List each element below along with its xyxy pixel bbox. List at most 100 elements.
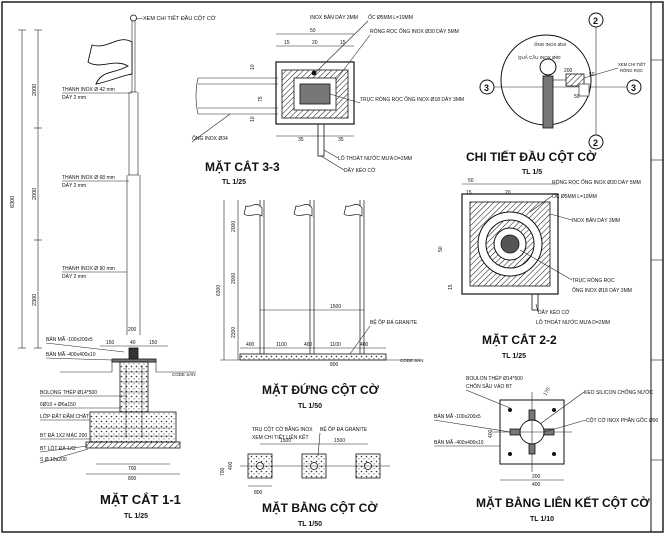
pulley-housing: [275, 61, 355, 125]
marker-2-top: 2: [588, 12, 604, 28]
dim-50: 50: [310, 28, 316, 34]
dim-50a: 50: [589, 72, 595, 78]
section-1-1: XEM CHI TIẾT ĐẦU CỘT CỜ THANH INOX Ø 42 …: [10, 14, 216, 520]
dim-a: 2000: [32, 84, 38, 96]
drain-2-2: [531, 293, 539, 311]
pipe-inox-34: [195, 77, 278, 115]
dim-50-v: 50: [438, 246, 444, 252]
dim-1100a: 1100: [276, 342, 287, 348]
bolt-3: [508, 452, 512, 456]
marker-3-right: 3: [626, 79, 642, 95]
dim-35b: 35: [338, 137, 344, 143]
note-truc: TRỤC RÒNG RỌC: [572, 277, 615, 284]
section-title-mb: MẶT BẰNG CỘT CỜ: [262, 500, 378, 515]
dim-10b: 10: [250, 116, 256, 122]
note-thep: 6Ø10 + Ø6a150: [40, 402, 76, 408]
elev-poles: [259, 200, 365, 354]
dim-400-v: 400: [488, 429, 494, 438]
bolt-head: [311, 70, 317, 76]
dim-400b: 400: [304, 342, 313, 348]
note-ong: ỐNG INOX Ø18 DÀY 3MM: [572, 287, 632, 294]
dim-400: 400: [532, 482, 541, 488]
section-title-mc33: MẶT CẮT 3-3: [205, 159, 280, 174]
dim-1500a: 1500: [280, 438, 291, 444]
pole-note-2a: THANH INOX Ø 68 mm: [62, 175, 115, 181]
dim-15a: 15: [284, 40, 290, 46]
dim-20: 20: [505, 190, 511, 196]
section-title-mc22: MẶT CẮT 2-2: [482, 332, 557, 347]
note-banma2: BẢN MÃ -400x400x10: [434, 439, 484, 446]
marker-3-left-label: 3: [484, 83, 489, 93]
dim-150a: 150: [106, 340, 115, 346]
section-2-2: 50 15 20 50 15 RÒNG RỌC ỐNG INOX Ø30 DÀY…: [438, 178, 641, 360]
note-ong: ỐNG INOX Ø34: [534, 41, 567, 47]
plan: 1500 1500 TRỤ CỘT CỜ BẰNG INOX XEM CHI T…: [220, 425, 390, 528]
elev-flag-3: [343, 204, 363, 217]
foundation-lean: [85, 441, 181, 449]
conn-rib-top: [528, 409, 536, 421]
dim-15: 15: [466, 190, 472, 196]
note-inox: INOX BẢN DÀY 3MM: [572, 217, 620, 224]
pole-note-3b: DÀY 2 mm: [62, 273, 86, 280]
section-scale-ct: TL 1/5: [522, 169, 542, 176]
elev-flag-1: [243, 204, 263, 217]
pole-foot: [128, 347, 139, 360]
note-btlot2: BT LÓT ĐÁ 1X2: [40, 445, 76, 452]
note-ongx: ỐNG INOX Ø34: [192, 135, 228, 142]
dim-700: 700: [220, 467, 226, 476]
dim-10a: 10: [250, 64, 256, 70]
conn-rib-bottom: [528, 443, 536, 455]
note-btlot1: BT ĐÁ 1X2 MÁC 200: [40, 432, 87, 439]
dim-15-v: 15: [448, 284, 454, 290]
banma-2: BẢN MÃ -400x400x10: [46, 351, 96, 358]
flag-shape: [87, 39, 133, 85]
section-title-ct: CHI TIẾT ĐẦU CỘT CỜ: [466, 149, 597, 164]
dim-150b: 150: [149, 340, 158, 346]
note-xem: XEM CHI TIẾT LIÊN KẾT: [252, 433, 309, 441]
note-keo: KEO SILICON CHỐNG NƯỚC: [584, 389, 654, 396]
dim-20: 20: [312, 40, 318, 46]
elev-flag-2: [293, 204, 313, 217]
note-bulong: BOLONG THÉP Ø14*500: [40, 389, 97, 396]
foundation-lower: [89, 411, 177, 443]
dim-200: 200: [564, 68, 573, 74]
detail-pulley-small: [578, 83, 590, 97]
dim-6300: 6300: [216, 285, 222, 296]
dim-800: 800: [254, 490, 263, 496]
top-note: XEM CHI TIẾT ĐẦU CỘT CỜ: [143, 15, 216, 22]
dim-200: 200: [128, 327, 137, 333]
dim-35a: 35: [298, 137, 304, 143]
note-be: BỆ ỐP ĐÁ GRANITE: [320, 425, 368, 433]
note-lothoat: LỖ THOÁT NƯỚC MƯA D=2MM: [338, 155, 412, 162]
note-banma1: BẢN MÃ -100x200x5: [434, 413, 481, 420]
pulley-axle: [500, 234, 520, 254]
drain-stem: [317, 123, 325, 157]
section-title-mc11: MẶT CẮT 1-1: [100, 492, 181, 507]
detail-pole: [542, 75, 554, 129]
dim-800: 800: [330, 362, 339, 368]
dim-1100b: 1100: [330, 342, 341, 348]
dim-400c: 400: [360, 342, 369, 348]
section-scale-mc22: TL 1/25: [502, 353, 526, 360]
note-lo: LỖ THOÁT NƯỚC MƯA D=2MM: [536, 319, 610, 326]
base-plate: [111, 358, 157, 363]
note-banop: BỆ ỐP ĐÁ GRANITE: [370, 318, 418, 326]
note-oc: ỐC Ø5MM L=10MM: [368, 14, 413, 21]
note-daykeo: DÂY KÉO CỜ: [344, 167, 376, 174]
bolt-1: [508, 408, 512, 412]
marker-3-right-label: 3: [631, 83, 636, 93]
dim-40: 40: [130, 340, 136, 346]
conn-rib-left: [509, 428, 521, 436]
section-title-md: MẶT ĐỨNG CỘT CỜ: [262, 382, 380, 397]
pole-note-1a: THANH INOX Ø 42 mm: [62, 87, 115, 93]
note-rong: RÒNG RỌC ỐNG INOX Ø30 DÀY 5MM: [370, 28, 459, 35]
pole-top-ball: [130, 14, 137, 22]
marker-2-bottom-label: 2: [593, 138, 598, 148]
pole-note-1b: DÀY 2 mm: [62, 94, 86, 101]
note-inox3: INOX BẢN DÀY 3MM: [310, 14, 358, 21]
note-cat: S Ø 10a200: [40, 457, 67, 463]
note-daykeo: DÂY KÉO CỜ: [538, 309, 570, 316]
dim-total: 6300: [10, 196, 16, 208]
